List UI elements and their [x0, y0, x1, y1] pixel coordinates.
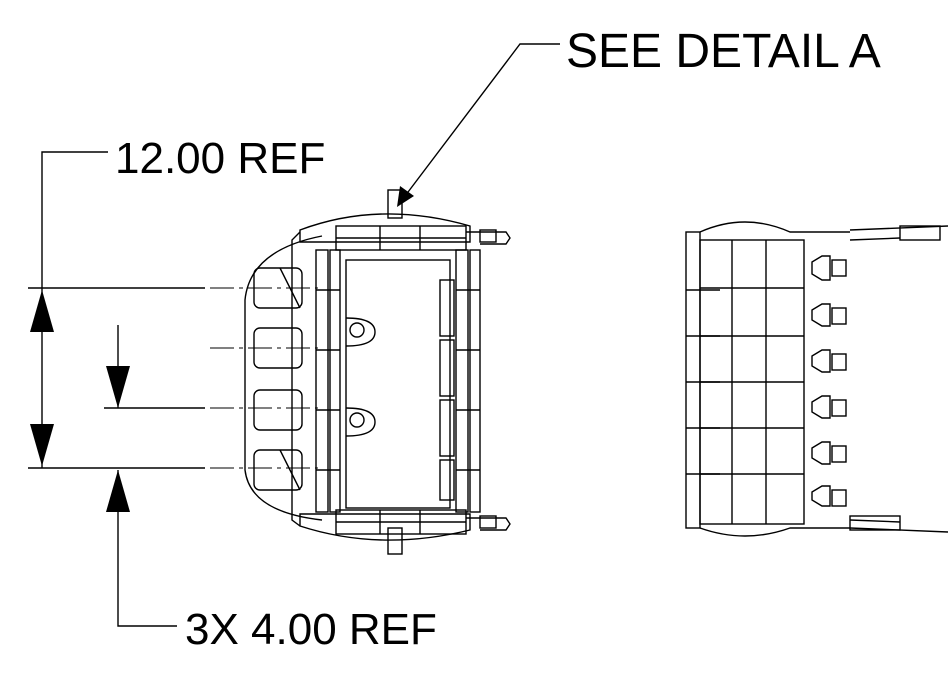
detail-a-arrowhead [397, 186, 414, 207]
overall-dimension-arrow-up [30, 290, 54, 332]
detail-callout-label: SEE DETAIL A [566, 25, 881, 78]
overall-dimension-label: 12.00 REF [115, 134, 326, 183]
connector-side-view [685, 221, 948, 537]
connector-front-view [244, 189, 511, 555]
pitch-dimension-arrow-down [106, 366, 130, 408]
detail-a-leader [401, 43, 560, 201]
pitch-dimension-arrow-up [106, 470, 130, 512]
overall-dimension [28, 151, 205, 469]
center-lines [210, 287, 318, 469]
overall-dimension-arrow-down [30, 424, 54, 466]
pitch-dimension-label: 3X 4.00 REF [185, 605, 437, 654]
